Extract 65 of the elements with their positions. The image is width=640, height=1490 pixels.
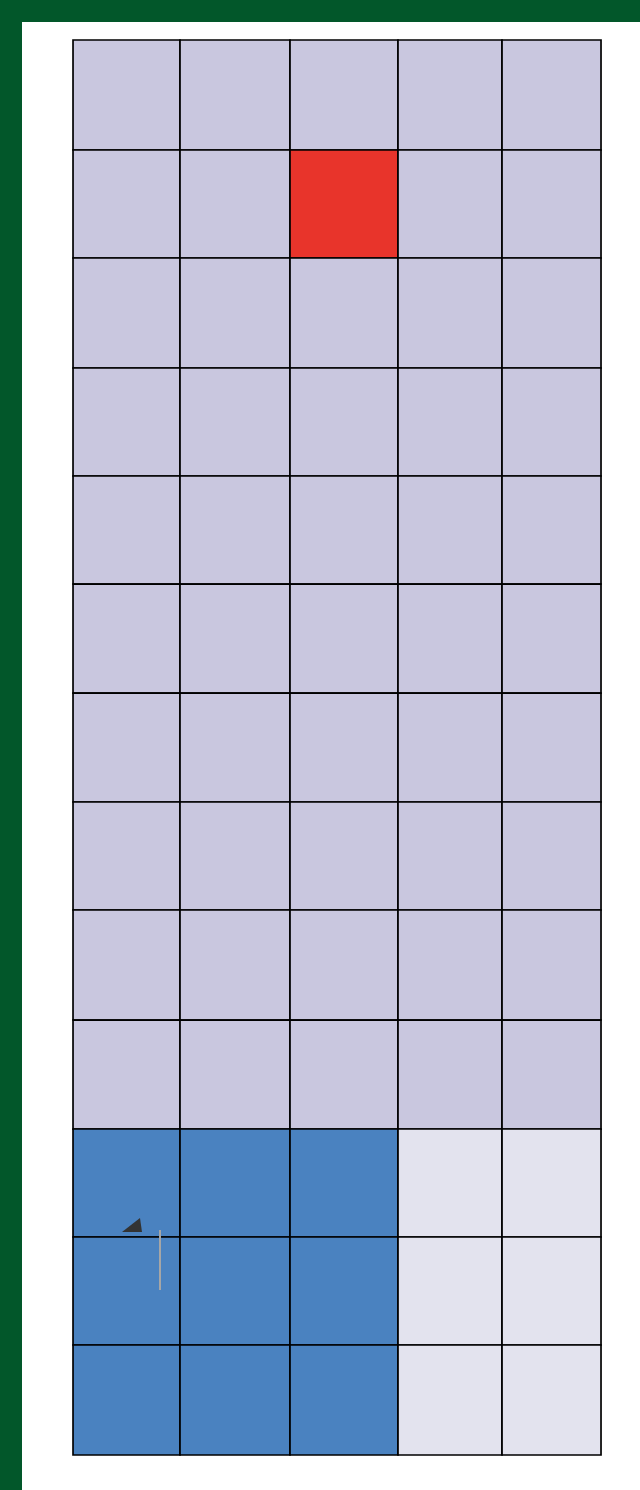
grid-cell (501, 257, 602, 369)
grid-cell (501, 583, 602, 694)
grid-cell (501, 909, 602, 1021)
grid-cell (179, 257, 291, 369)
grid-cell (72, 801, 181, 911)
grid-cell (179, 692, 291, 803)
grid-cell (72, 149, 181, 259)
grid-cell (501, 1128, 602, 1238)
grid-cell (179, 1236, 291, 1346)
grid-cell (179, 367, 291, 477)
grid-cell (501, 1344, 602, 1456)
grid-cell (72, 367, 181, 477)
grid-cell (397, 257, 503, 369)
grid-cell (179, 475, 291, 585)
grid-cell (179, 1128, 291, 1238)
grid-cell (397, 801, 503, 911)
grid-cell (501, 475, 602, 585)
grid-cell (72, 583, 181, 694)
grid-cell (72, 475, 181, 585)
grid-cell (72, 39, 181, 151)
grid-cell (397, 39, 503, 151)
grid-cell (397, 583, 503, 694)
grid-cell (289, 475, 399, 585)
grid-cell (179, 39, 291, 151)
grid-cell (289, 692, 399, 803)
grid-cell (289, 257, 399, 369)
grid-cell (397, 1344, 503, 1456)
grid-cell (72, 1236, 181, 1346)
grid-cell (72, 1019, 181, 1130)
grid-cell (72, 1128, 181, 1238)
grid-cell (501, 39, 602, 151)
grid-cell (501, 149, 602, 259)
grid-cell (289, 1344, 399, 1456)
grid-cell (179, 1019, 291, 1130)
grid-cell (179, 583, 291, 694)
grid-cell (397, 1019, 503, 1130)
grid-cell (289, 909, 399, 1021)
grid-cell (397, 692, 503, 803)
grid-cell (72, 692, 181, 803)
grid-cell (501, 801, 602, 911)
grid-cell (179, 801, 291, 911)
grid-cell (289, 801, 399, 911)
grid-cell (501, 1019, 602, 1130)
grid-cell (289, 39, 399, 151)
grid-cell (397, 909, 503, 1021)
grid-cell (289, 1236, 399, 1346)
grid-cell (501, 1236, 602, 1346)
grid-cell (289, 367, 399, 477)
grid-cell (397, 475, 503, 585)
grid-cell (72, 909, 181, 1021)
grid-cell (289, 1019, 399, 1130)
grid-cell (72, 1344, 181, 1456)
grid-cell (289, 583, 399, 694)
grid-cell (72, 257, 181, 369)
grid-cell (397, 1236, 503, 1346)
grid-cell (289, 1128, 399, 1238)
grid-cell (179, 909, 291, 1021)
grid-cell (179, 149, 291, 259)
grid-cell (397, 1128, 503, 1238)
grid-cell (179, 1344, 291, 1456)
grid-cell (397, 367, 503, 477)
grid-cell (289, 149, 399, 259)
grid-cell (501, 367, 602, 477)
grid-cell (501, 692, 602, 803)
grid-cell (397, 149, 503, 259)
